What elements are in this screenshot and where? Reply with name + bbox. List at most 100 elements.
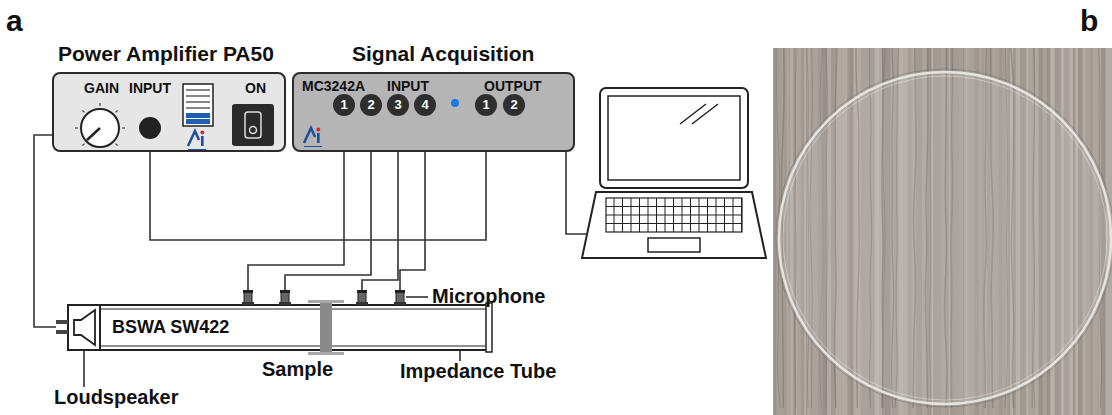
microphone-cap xyxy=(243,290,253,293)
impedance-tube: BSWA SW422 xyxy=(56,290,494,356)
input-channel: 3 xyxy=(387,94,409,116)
tube-end-cap xyxy=(486,303,492,352)
key-column xyxy=(622,198,623,232)
sample-holder xyxy=(308,300,344,303)
power-amplifier: Power Amplifier PA50GAININPUTON xyxy=(52,72,286,152)
disc-edge-highlight xyxy=(783,76,1107,400)
knob-tick xyxy=(82,110,84,112)
tube-body xyxy=(100,305,490,350)
output-channel: 2 xyxy=(503,94,525,116)
key-column xyxy=(665,198,666,232)
leader-line xyxy=(83,351,85,387)
knob-tick xyxy=(122,127,125,128)
wood-ground xyxy=(773,48,1112,415)
meter-bar xyxy=(186,107,210,108)
microphone xyxy=(358,292,366,303)
microphone-mount xyxy=(356,302,368,305)
channel-number: 2 xyxy=(510,98,517,113)
microphone-cap xyxy=(357,290,367,293)
key-column xyxy=(648,198,649,232)
meter-bar xyxy=(186,95,210,96)
sample-holder xyxy=(308,352,344,355)
status-led xyxy=(451,99,459,107)
key-column xyxy=(673,198,674,232)
channel-number: 1 xyxy=(482,98,489,113)
channel-number: 4 xyxy=(421,98,428,113)
microphone-mount xyxy=(279,302,291,305)
logo-mark xyxy=(317,133,320,143)
sample-disc xyxy=(320,303,332,352)
logo-mark xyxy=(201,136,204,146)
gain-knob xyxy=(81,109,119,147)
speaker-pin xyxy=(56,320,68,324)
microphone xyxy=(281,292,289,303)
panel-letter: b xyxy=(1080,4,1098,39)
level-meter xyxy=(183,84,213,126)
control-label: GAIN xyxy=(84,80,119,96)
meter-bar-lit xyxy=(186,113,210,118)
microphone xyxy=(244,292,252,303)
channel-number: 1 xyxy=(340,98,347,113)
device-heading: Power Amplifier PA50 xyxy=(58,42,274,66)
tube-wall xyxy=(100,346,490,347)
logo-mark xyxy=(188,131,199,146)
meter-bar xyxy=(186,89,210,90)
leader-line xyxy=(406,296,428,298)
knob-pointer xyxy=(87,128,100,140)
device-heading: Signal Acquisition xyxy=(352,42,534,66)
switch-rocker xyxy=(245,112,261,138)
logo-rule xyxy=(188,149,206,150)
laptop-keyboard xyxy=(606,198,742,232)
control-label: INPUT xyxy=(129,80,171,96)
wood-background xyxy=(773,48,1112,415)
power-switch xyxy=(232,104,274,146)
key-column xyxy=(639,198,640,232)
knob-tick xyxy=(82,144,84,146)
signal-acquisition-unit: Signal AcquisitionMC3242AINPUTOUTPUT1234… xyxy=(292,72,575,152)
screen-glare xyxy=(692,104,718,124)
part-label: Loudspeaker xyxy=(54,386,178,409)
knob-tick xyxy=(116,144,118,146)
channel-number: 2 xyxy=(367,98,374,113)
leader-line xyxy=(459,351,461,361)
logo-dot xyxy=(316,128,320,132)
knob-tick xyxy=(116,110,118,112)
key-column xyxy=(656,198,657,232)
logo-mark xyxy=(304,128,315,143)
control-label: ON xyxy=(245,80,266,96)
disc-edge-shadow xyxy=(776,69,1112,407)
usb-cable xyxy=(566,152,587,234)
key-column xyxy=(690,198,691,232)
key-column xyxy=(682,198,683,232)
screen-glare xyxy=(680,104,706,124)
input-jack xyxy=(139,117,161,139)
input-channel: 2 xyxy=(360,94,382,116)
logo-rule xyxy=(304,146,322,147)
meter-bar xyxy=(186,101,210,102)
microphone-mount xyxy=(394,302,406,305)
knob-tick xyxy=(75,127,78,128)
panel-letter: a xyxy=(6,4,23,39)
microphone-mount xyxy=(242,302,254,305)
laptop-trackpad xyxy=(648,238,700,252)
speaker-pin xyxy=(56,330,68,334)
output-channel: 1 xyxy=(475,94,497,116)
signal-cable xyxy=(34,135,56,327)
microphone-cap xyxy=(395,290,405,293)
port-group-label: INPUT xyxy=(387,78,429,94)
tube-wall xyxy=(100,309,490,310)
keyboard-frame xyxy=(606,198,742,232)
key-column xyxy=(716,198,717,232)
laptop xyxy=(582,88,766,258)
key-column xyxy=(741,198,742,232)
model-label: MC3242A xyxy=(302,78,365,94)
key-column xyxy=(614,198,615,232)
sample-disc-photo xyxy=(779,72,1111,404)
key-column xyxy=(733,198,734,232)
meter-bar-lit xyxy=(186,119,210,124)
knob-tick xyxy=(99,103,100,106)
channel-number: 3 xyxy=(394,98,401,113)
laptop-display xyxy=(608,96,740,180)
microphone xyxy=(396,292,404,303)
key-column xyxy=(707,198,708,232)
